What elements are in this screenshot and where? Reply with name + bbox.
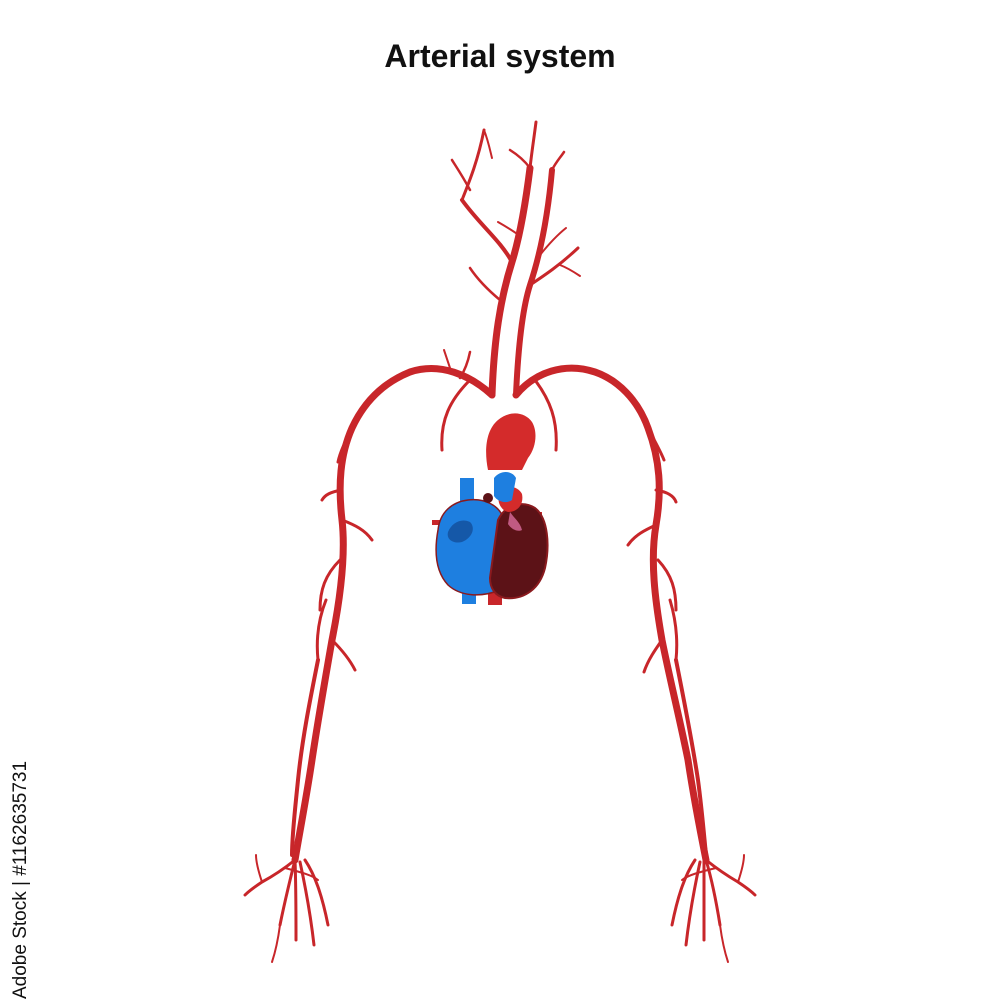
mitral-valve [508,512,522,531]
left-arm-arteries [243,349,496,963]
right-atrium-inner [447,520,473,543]
artery-network [243,120,757,963]
septum-node [483,493,493,503]
neck-arteries [450,120,581,399]
right-arm-arteries [512,364,757,963]
diagram-title: Arterial system [384,38,616,74]
pulmonary-trunk [494,472,516,503]
heart-illustration [432,413,549,605]
left-ventricle [488,503,549,600]
aortic-arch [486,413,536,470]
